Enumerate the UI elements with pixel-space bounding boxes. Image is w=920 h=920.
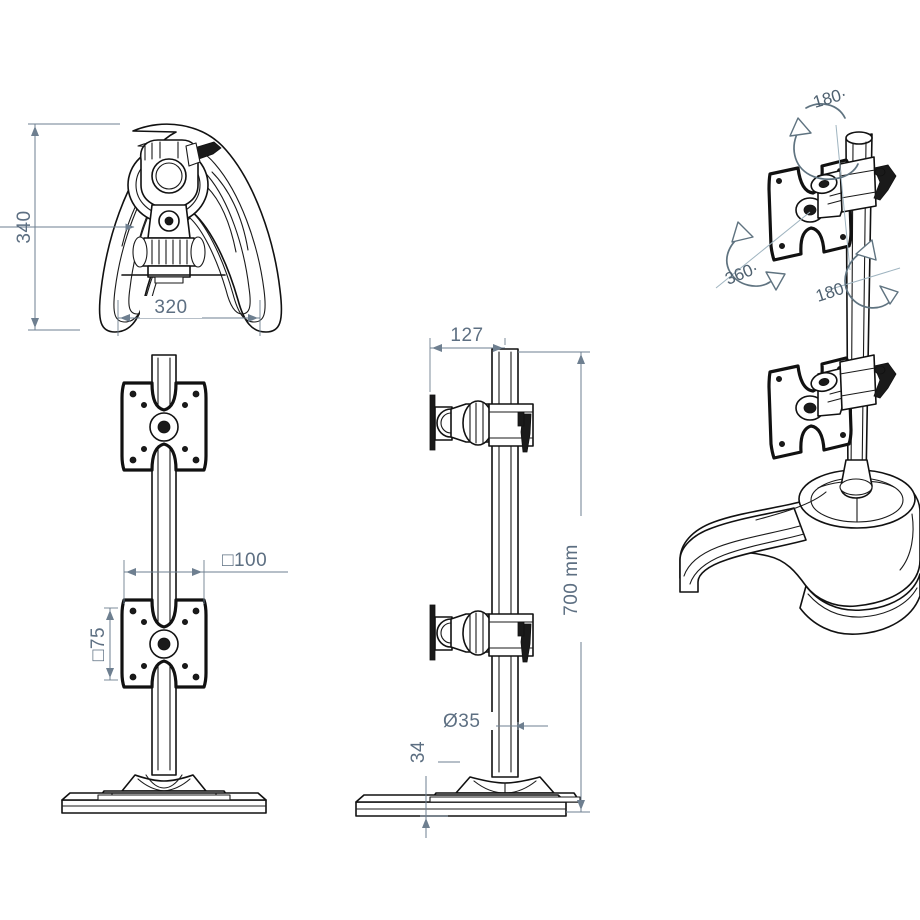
view-isometric: 180· 360· 180· xyxy=(679,84,920,635)
rotation-label-360: 360· xyxy=(722,258,761,288)
dimension-vesa-100: □100 xyxy=(123,550,288,604)
base-isometric xyxy=(679,459,920,635)
view-top: 340 320 xyxy=(0,123,283,336)
dimension-label-vesa-75: □75 xyxy=(88,627,109,661)
rotation-annotation-bottom-180: 180· xyxy=(813,239,901,309)
base-front xyxy=(61,774,267,814)
clamp-collar-top xyxy=(139,139,222,209)
rotation-label-bottom-180: 180· xyxy=(813,277,851,306)
dimension-dia-35: Ø35 xyxy=(440,711,548,732)
bracket-upper-side xyxy=(429,394,534,453)
vesa-plate-upper-front xyxy=(120,381,208,472)
monitor-head-lower-isometric xyxy=(767,354,897,460)
monitor-head-upper-isometric xyxy=(767,156,897,262)
dimension-340: 340 xyxy=(0,123,135,331)
rotation-annotation-top-180: 180· xyxy=(789,84,859,271)
rotation-label-top-180: 180· xyxy=(811,84,849,112)
dimension-label-700: 700 mm xyxy=(561,544,582,616)
tilt-body-top xyxy=(132,204,206,284)
dimension-label-34: 34 xyxy=(408,741,429,763)
dimension-34: 34 xyxy=(408,730,460,838)
dimension-label-dia-35: Ø35 xyxy=(443,711,480,732)
bracket-lower-side xyxy=(429,604,534,663)
base-side xyxy=(355,776,581,817)
dimension-320: 320 xyxy=(117,296,261,336)
dimension-label-320: 320 xyxy=(154,297,187,318)
view-front: □100 □75 xyxy=(61,354,288,814)
dimension-vesa-75: □75 xyxy=(88,607,118,681)
dimension-127: 127 xyxy=(429,325,506,392)
dimension-label-127: 127 xyxy=(450,325,483,346)
view-side: 127 700 mm Ø35 xyxy=(355,325,592,838)
dimension-label-vesa-100: □100 xyxy=(222,550,267,571)
vesa-plate-lower-front xyxy=(120,598,208,689)
dimension-700: 700 mm xyxy=(518,351,592,813)
dimension-label-340: 340 xyxy=(14,210,35,243)
